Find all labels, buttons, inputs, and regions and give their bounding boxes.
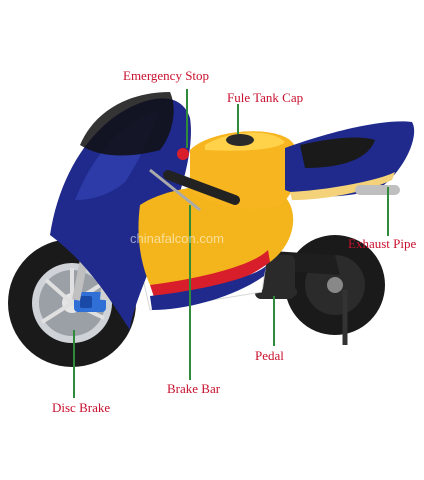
watermark: chinafalcon.com — [130, 231, 224, 246]
label-fuel-tank-cap: Fule Tank Cap — [227, 90, 304, 105]
label-emergency-stop: Emergency Stop — [123, 68, 210, 83]
front-fairing — [50, 92, 191, 330]
label-pedal: Pedal — [255, 348, 284, 363]
pointer-lines — [73, 89, 389, 398]
pedal-kickstand — [262, 288, 348, 345]
exhaust — [355, 185, 400, 195]
label-exhaust-pipe: Exhaust Pipe — [348, 236, 417, 251]
handlebar — [149, 148, 240, 212]
side-panel — [138, 185, 294, 310]
disc-brake — [74, 292, 106, 312]
fuel-tank — [190, 131, 299, 210]
label-disc-brake: Disc Brake — [52, 400, 111, 415]
label-brake-bar: Brake Bar — [167, 381, 221, 396]
seat-tail — [285, 121, 415, 200]
